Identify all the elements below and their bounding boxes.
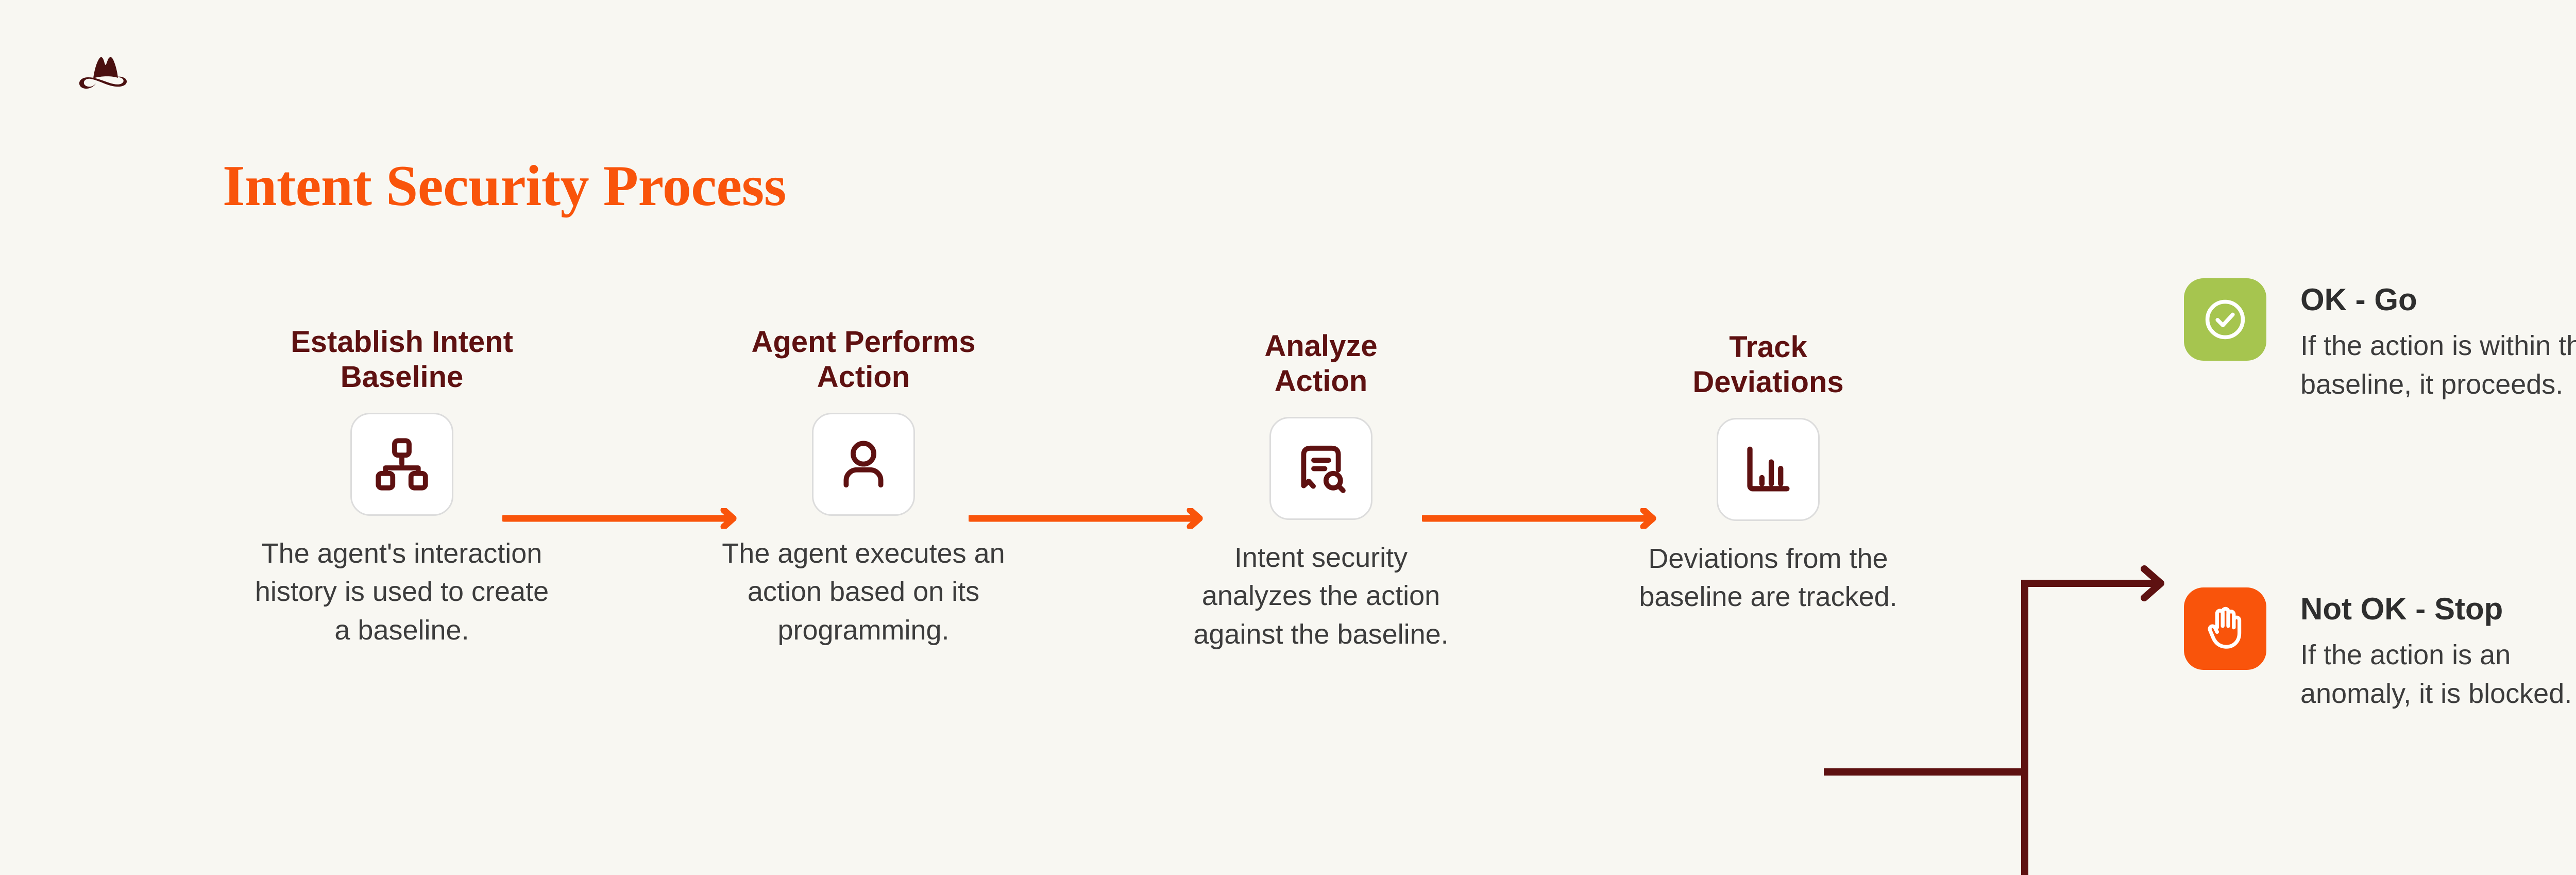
user-icon (835, 435, 892, 493)
step-icon-tile (1717, 417, 1820, 521)
step-icon-tile (350, 412, 453, 516)
hierarchy-icon (373, 435, 431, 493)
outcome-description: If the action is within the baseline, it… (2300, 330, 2576, 400)
branch-connector (1824, 557, 2205, 875)
flow-arrow-2 (969, 508, 1211, 529)
page-title: Intent Security Process (223, 154, 786, 218)
step-heading: Track Deviations (1692, 330, 1844, 399)
step-icon-tile (812, 412, 915, 516)
step-analyze-action: Analyze Action Intent security analyzes … (1161, 329, 1481, 653)
step-caption: Deviations from the baseline are tracked… (1639, 543, 1897, 613)
step-heading: Agent Performs Action (751, 325, 976, 394)
step-caption: The agent executes an action based on it… (722, 537, 1005, 646)
cowboy-hat-icon (72, 46, 139, 98)
bar-chart-icon (1739, 441, 1797, 498)
outcome-badge (2184, 587, 2266, 670)
step-establish-intent-baseline: Establish Intent Baseline The agent's in… (242, 325, 562, 649)
flow-arrow-3 (1422, 508, 1664, 529)
step-icon-tile (1269, 416, 1372, 520)
outcome-badge (2184, 278, 2266, 361)
outcome-title: OK - Go (2300, 282, 2417, 317)
stop-hand-icon (2200, 604, 2250, 653)
step-track-deviations: Track Deviations Deviations from the bas… (1608, 330, 1928, 616)
process-flow: Establish Intent Baseline The agent's in… (0, 268, 2576, 875)
outcome-ok-go: OK - Go If the action is within the base… (2184, 278, 2576, 403)
step-agent-performs-action: Agent Performs Action The agent executes… (704, 325, 1023, 649)
outcome-not-ok-stop: Not OK - Stop If the action is an anomal… (2184, 587, 2572, 713)
document-search-icon (1292, 440, 1350, 497)
outcome-title: Not OK - Stop (2300, 592, 2503, 626)
flow-arrow-1 (502, 508, 744, 529)
outcome-text: OK - Go If the action is within the base… (2300, 278, 2576, 403)
outcome-text: Not OK - Stop If the action is an anomal… (2300, 587, 2572, 713)
step-heading: Analyze Action (1264, 329, 1378, 398)
outcome-description: If the action is an anomaly, it is block… (2300, 640, 2572, 709)
step-caption: The agent's interaction history is used … (255, 537, 549, 646)
check-circle-icon (2200, 295, 2250, 344)
step-heading: Establish Intent Baseline (291, 325, 513, 394)
step-caption: Intent security analyzes the action agai… (1193, 542, 1449, 650)
